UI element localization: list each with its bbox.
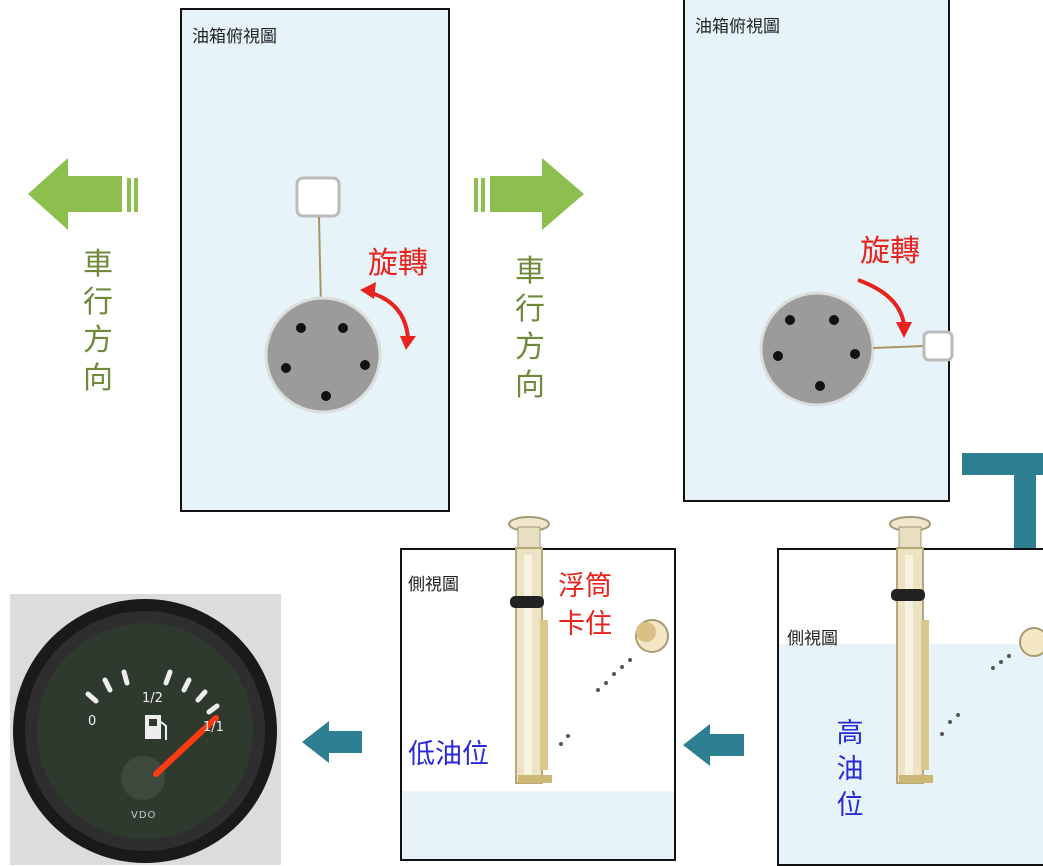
float-box <box>922 330 954 362</box>
gauge-mark-half: 1/2 <box>142 691 163 706</box>
fuel-low-level <box>402 791 674 859</box>
float-stuck-label: 浮筒 <box>558 571 612 602</box>
pump-disc <box>264 296 382 414</box>
rotate-label-left: 旋轉 <box>368 246 428 281</box>
direction-label-left: 車 行 方 向 <box>83 247 113 396</box>
float-stuck-label-2: 卡住 <box>558 609 612 640</box>
panel-title: 油箱俯視圖 <box>192 27 277 47</box>
gauge-mark-empty: 0 <box>88 714 97 729</box>
tank-top-view-panel-left: 油箱俯視圖 <box>180 8 450 512</box>
gauge-mark-full: 1/1 <box>203 720 224 735</box>
low-level-label: 低油位 <box>408 739 489 770</box>
gauge-brand: VDO <box>131 810 157 821</box>
float-arm <box>318 216 322 309</box>
float-box <box>295 176 341 218</box>
panel-title: 側視圖 <box>787 629 838 649</box>
tank-top-view-panel-right: 油箱俯視圖 <box>683 0 950 502</box>
float <box>1019 627 1043 657</box>
direction-label-middle: 車 行 方 向 <box>515 254 545 403</box>
high-level-label: 高 油 位 <box>836 718 864 821</box>
rotate-arrow-icon <box>857 278 906 326</box>
float-arm <box>872 345 925 349</box>
rotate-label-right: 旋轉 <box>860 234 920 269</box>
panel-title: 側視圖 <box>408 575 459 595</box>
fuel-pump-icon <box>145 715 167 740</box>
panel-title: 油箱俯視圖 <box>695 17 780 37</box>
gauge-needle <box>153 715 219 777</box>
